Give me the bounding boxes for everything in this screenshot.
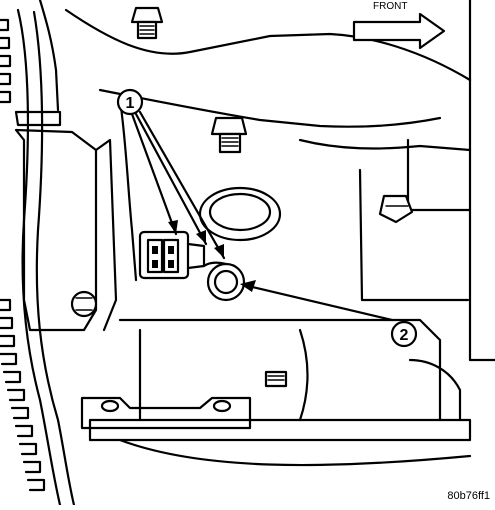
engine-block-outline — [64, 0, 495, 467]
lower-bolt — [264, 370, 288, 388]
front-label: FRONT — [373, 1, 407, 12]
callout-2-number: 2 — [400, 327, 409, 344]
housing-bolt-head — [70, 290, 98, 318]
front-direction-arrow: FRONT — [352, 1, 446, 50]
right-bolt — [378, 194, 414, 224]
sensor-connector — [138, 230, 206, 280]
callout-2: 2 — [390, 320, 418, 348]
sensor-boss — [198, 186, 282, 242]
sensor-body — [202, 261, 246, 302]
bellhousing — [14, 0, 118, 332]
callout-1-leaders — [130, 110, 226, 260]
flywheel-ring-gear — [0, 8, 76, 507]
top-bolt — [130, 6, 164, 40]
callout-2-leader — [240, 280, 394, 322]
callout-1-number: 1 — [126, 95, 135, 112]
middle-bolt — [210, 116, 248, 154]
mounting-bracket — [80, 396, 252, 430]
figure-code: 80b76ff1 — [447, 490, 490, 502]
callout-1: 1 — [116, 88, 144, 116]
